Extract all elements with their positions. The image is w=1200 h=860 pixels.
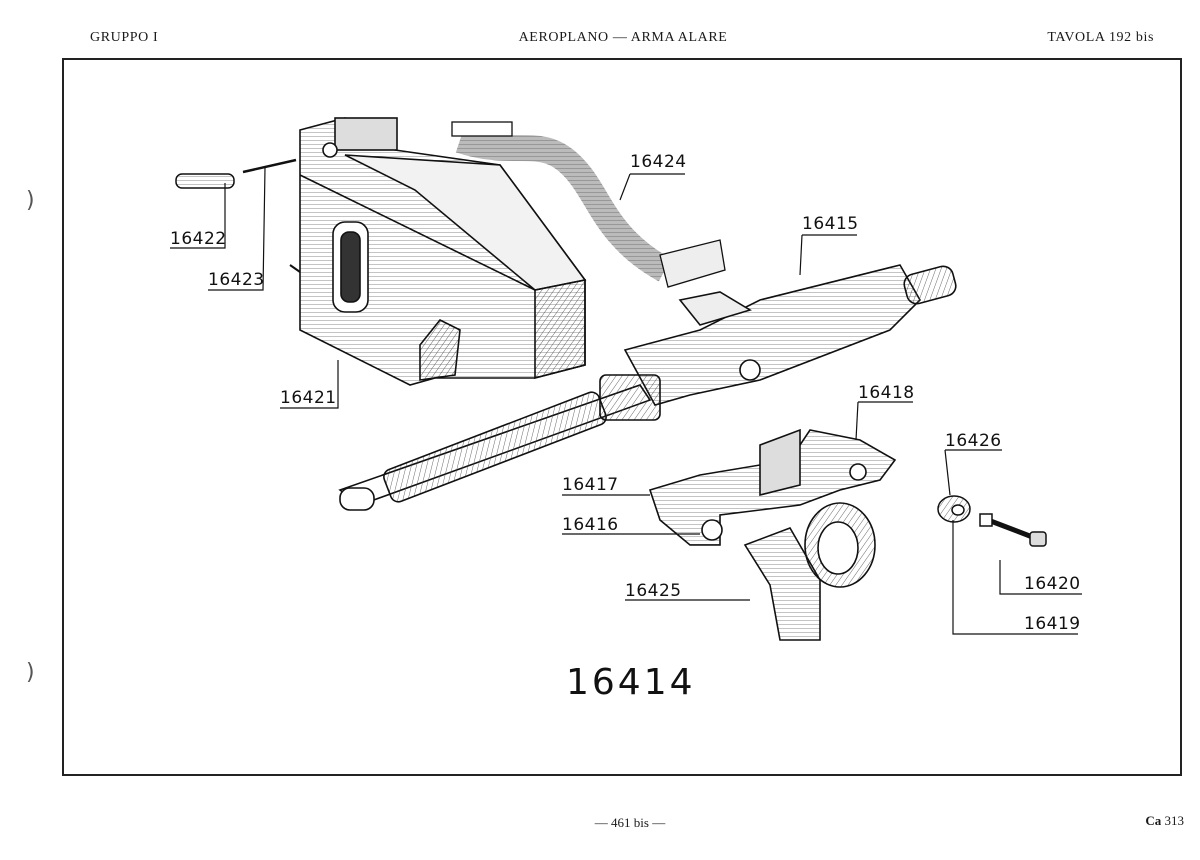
assembly-number: 16414 — [566, 662, 696, 703]
binder-hole-mark-top: ) — [26, 188, 35, 213]
ammunition-box-drawing — [299, 117, 587, 386]
binder-hole-mark-bottom: ) — [26, 660, 35, 685]
machine-gun-drawing — [338, 264, 957, 511]
catalog-code: Ca 313 — [1145, 813, 1184, 829]
page-number: — 461 bis — — [594, 815, 666, 830]
plate-number: TAVOLA 192 bis — [1047, 30, 1154, 45]
gun-mount-drawing — [648, 428, 897, 641]
label-part-16415: 16415 — [802, 214, 859, 234]
label-part-16418: 16418 — [858, 383, 915, 403]
label-part-16420: 16420 — [1024, 574, 1081, 594]
plate-title: AEROPLANO — ARMA ALARE — [518, 30, 728, 45]
label-part-16417: 16417 — [562, 475, 619, 495]
ammunition-belt-drawing — [451, 121, 726, 288]
label-part-16425: 16425 — [625, 581, 682, 601]
drawing-frame — [62, 58, 1182, 776]
label-part-16422: 16422 — [170, 229, 227, 249]
group-heading: GRUPPO I — [90, 30, 159, 45]
label-part-16421: 16421 — [280, 388, 337, 408]
label-part-16416: 16416 — [562, 515, 619, 535]
label-part-16423: 16423 — [208, 270, 265, 290]
label-part-16419: 16419 — [1024, 614, 1081, 634]
pin-parts-drawing — [175, 158, 301, 273]
leader-lines — [170, 167, 1082, 635]
catalog-code-number: 313 — [1164, 813, 1185, 828]
catalog-code-prefix: Ca — [1145, 813, 1162, 828]
nut-and-bolt-drawing — [937, 495, 1047, 547]
label-part-16424: 16424 — [630, 152, 687, 172]
label-part-16426: 16426 — [945, 431, 1002, 451]
